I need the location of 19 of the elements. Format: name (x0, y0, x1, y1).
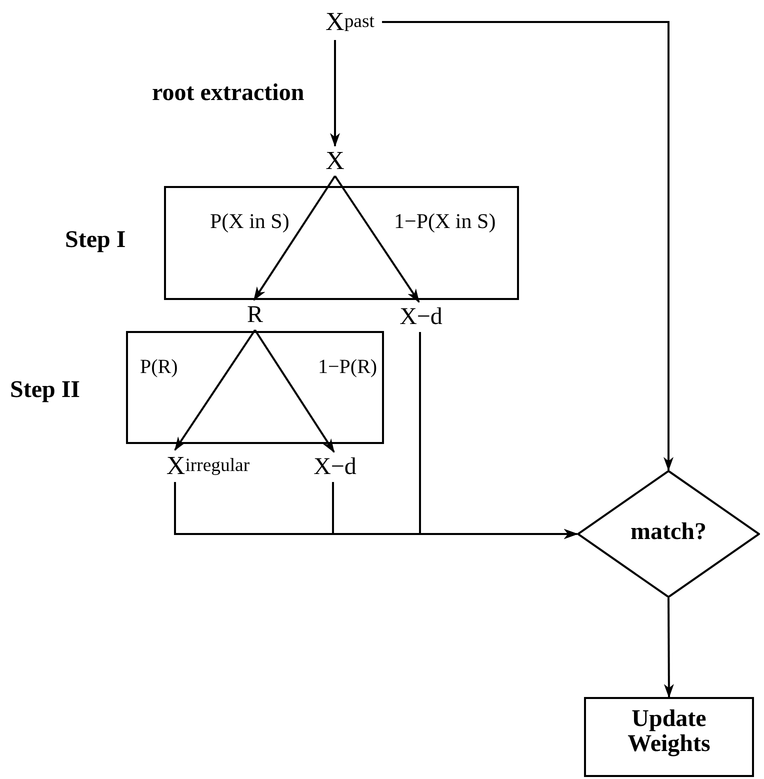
term-label: X (320, 146, 350, 176)
arrow (334, 175, 420, 303)
arrow (174, 329, 256, 451)
step-label: Step II (10, 377, 80, 404)
arrow (419, 332, 578, 539)
term-label: R (241, 300, 269, 330)
term-label: X−d (392, 302, 450, 332)
arrow (382, 21, 674, 471)
decision-text: match? (630, 519, 708, 546)
arrow (664, 598, 674, 698)
arrow (330, 40, 340, 147)
arrow (253, 175, 336, 301)
edge-label: P(X in S) (208, 210, 292, 234)
decision-diamond (577, 470, 760, 598)
step-label: Step I (65, 227, 126, 254)
edge-label: P(R) (138, 356, 180, 378)
arrow (254, 329, 335, 453)
term-label: X−d (306, 452, 364, 482)
process-box: Update Weights (584, 697, 754, 777)
